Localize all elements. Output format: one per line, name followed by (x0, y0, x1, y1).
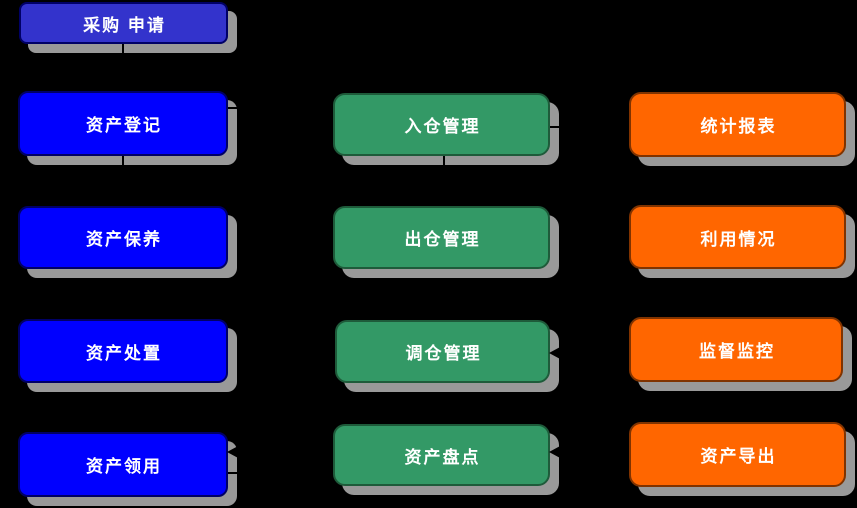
diagram-node: 资产导出 (629, 422, 846, 487)
connector-stub (228, 472, 238, 474)
connector-stub (122, 156, 124, 166)
diagram-node: 出仓管理 (333, 206, 550, 269)
diagram-node: 入仓管理 (333, 93, 550, 156)
node-label: 资产处置 (86, 343, 162, 363)
node-label: 调仓管理 (405, 344, 482, 363)
diagram-node: 资产盘点 (333, 424, 550, 486)
node-label: 资产领用 (86, 457, 162, 476)
node-label: 资产导出 (700, 447, 777, 466)
node-label: 资产登记 (86, 116, 162, 135)
arrowhead-left-icon (549, 346, 562, 360)
diagram-node: 采购 申请 (19, 2, 228, 44)
connector-stub (122, 44, 124, 54)
node-label: 入仓管理 (404, 117, 481, 136)
connector-stub (228, 107, 238, 109)
diagram-node: 资产登记 (18, 91, 228, 156)
node-label: 采购 申请 (83, 15, 166, 35)
node-label: 统计报表 (700, 117, 777, 136)
diagram-node: 资产领用 (18, 432, 228, 497)
diagram-node: 资产保养 (18, 206, 228, 269)
node-label: 资产盘点 (404, 447, 481, 467)
diagram-node: 调仓管理 (335, 320, 550, 383)
node-label: 监督监控 (699, 342, 775, 361)
node-label: 资产保养 (86, 230, 162, 249)
arrowhead-left-icon (549, 445, 562, 459)
arrowhead-left-icon (227, 445, 240, 459)
diagram-node: 资产处置 (18, 319, 228, 383)
node-label: 利用情况 (700, 229, 777, 249)
diagram-node: 监督监控 (629, 317, 843, 382)
node-label: 出仓管理 (404, 230, 481, 249)
connector-stub (443, 156, 445, 166)
connector-stub (550, 126, 560, 128)
diagram-node: 统计报表 (629, 92, 846, 157)
diagram-node: 利用情况 (629, 205, 846, 269)
